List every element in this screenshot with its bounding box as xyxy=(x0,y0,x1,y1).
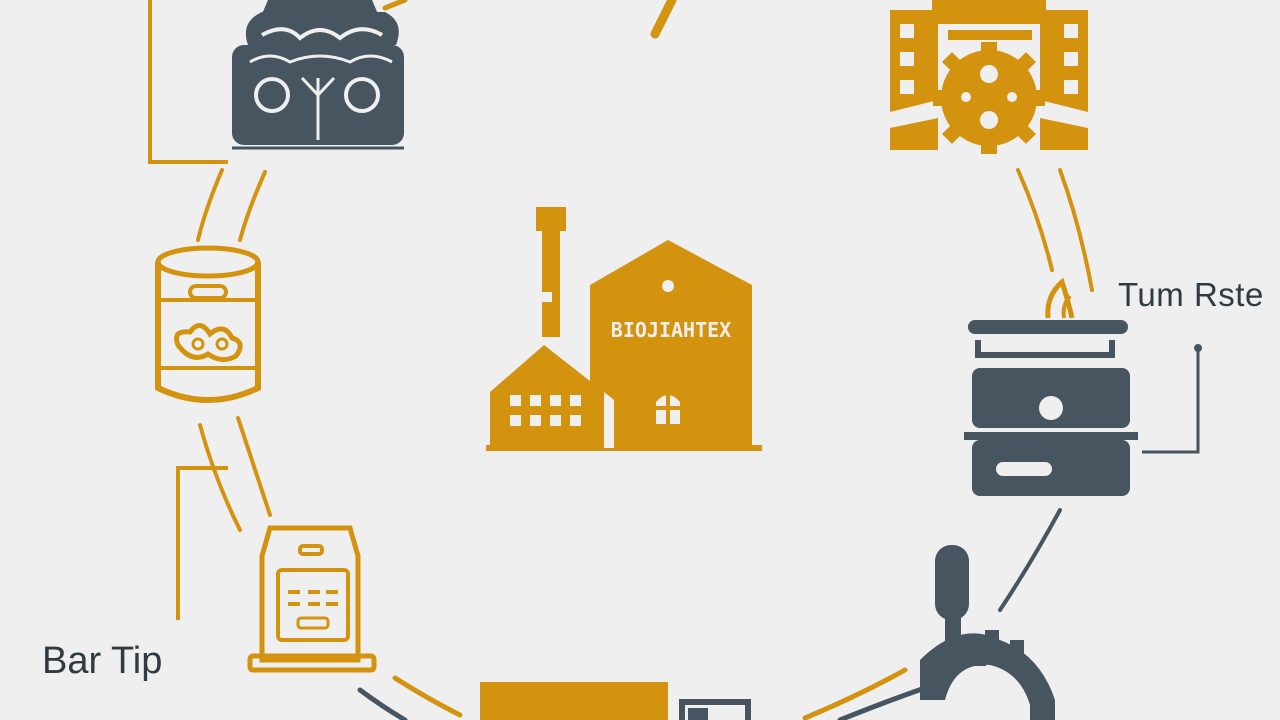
ring-arc-bottom-right-b xyxy=(837,685,928,720)
label-bar-tip: Bar Tip xyxy=(42,640,163,682)
ring-arc-left-lower-a xyxy=(198,423,242,532)
ring-arc-top-left xyxy=(382,0,408,11)
crate-icon xyxy=(480,682,751,720)
keg-icon xyxy=(155,245,261,403)
ring-arc-bottom-left-a xyxy=(357,687,408,720)
hops-sack-icon xyxy=(232,0,404,150)
connector-bar-tip xyxy=(176,466,228,620)
ring-arc-bottom-right-a xyxy=(802,667,908,720)
ring-arc-right-lower xyxy=(998,508,1062,612)
factory-sign-text: BIOJIAHTEX xyxy=(611,318,731,342)
ring-arc-left-upper-a xyxy=(196,168,224,242)
ring-arc-right-upper-a xyxy=(1016,168,1054,272)
label-turn-rate: Tum Rste xyxy=(1118,276,1264,313)
ring-arc-left-lower-b xyxy=(236,416,272,517)
brewery-factory-icon: BIOJIAHTEX xyxy=(486,207,762,451)
ring-arc-top xyxy=(650,0,677,39)
gear-machine-icon xyxy=(890,0,1088,154)
dispenser-icon xyxy=(247,525,377,673)
ring-arc-bottom-left-b xyxy=(392,675,463,718)
connector-top-left xyxy=(148,0,228,164)
callout-connectors xyxy=(148,0,1202,620)
ring-arc-right-upper-b xyxy=(1058,168,1094,292)
cycle-ring xyxy=(196,0,1094,720)
connector-dot xyxy=(1194,344,1202,352)
beer-tap-icon xyxy=(920,545,1055,720)
ring-arc-left-upper-b xyxy=(238,170,267,242)
fermenter-icon xyxy=(964,277,1138,496)
connector-turn-rate xyxy=(1142,348,1200,454)
